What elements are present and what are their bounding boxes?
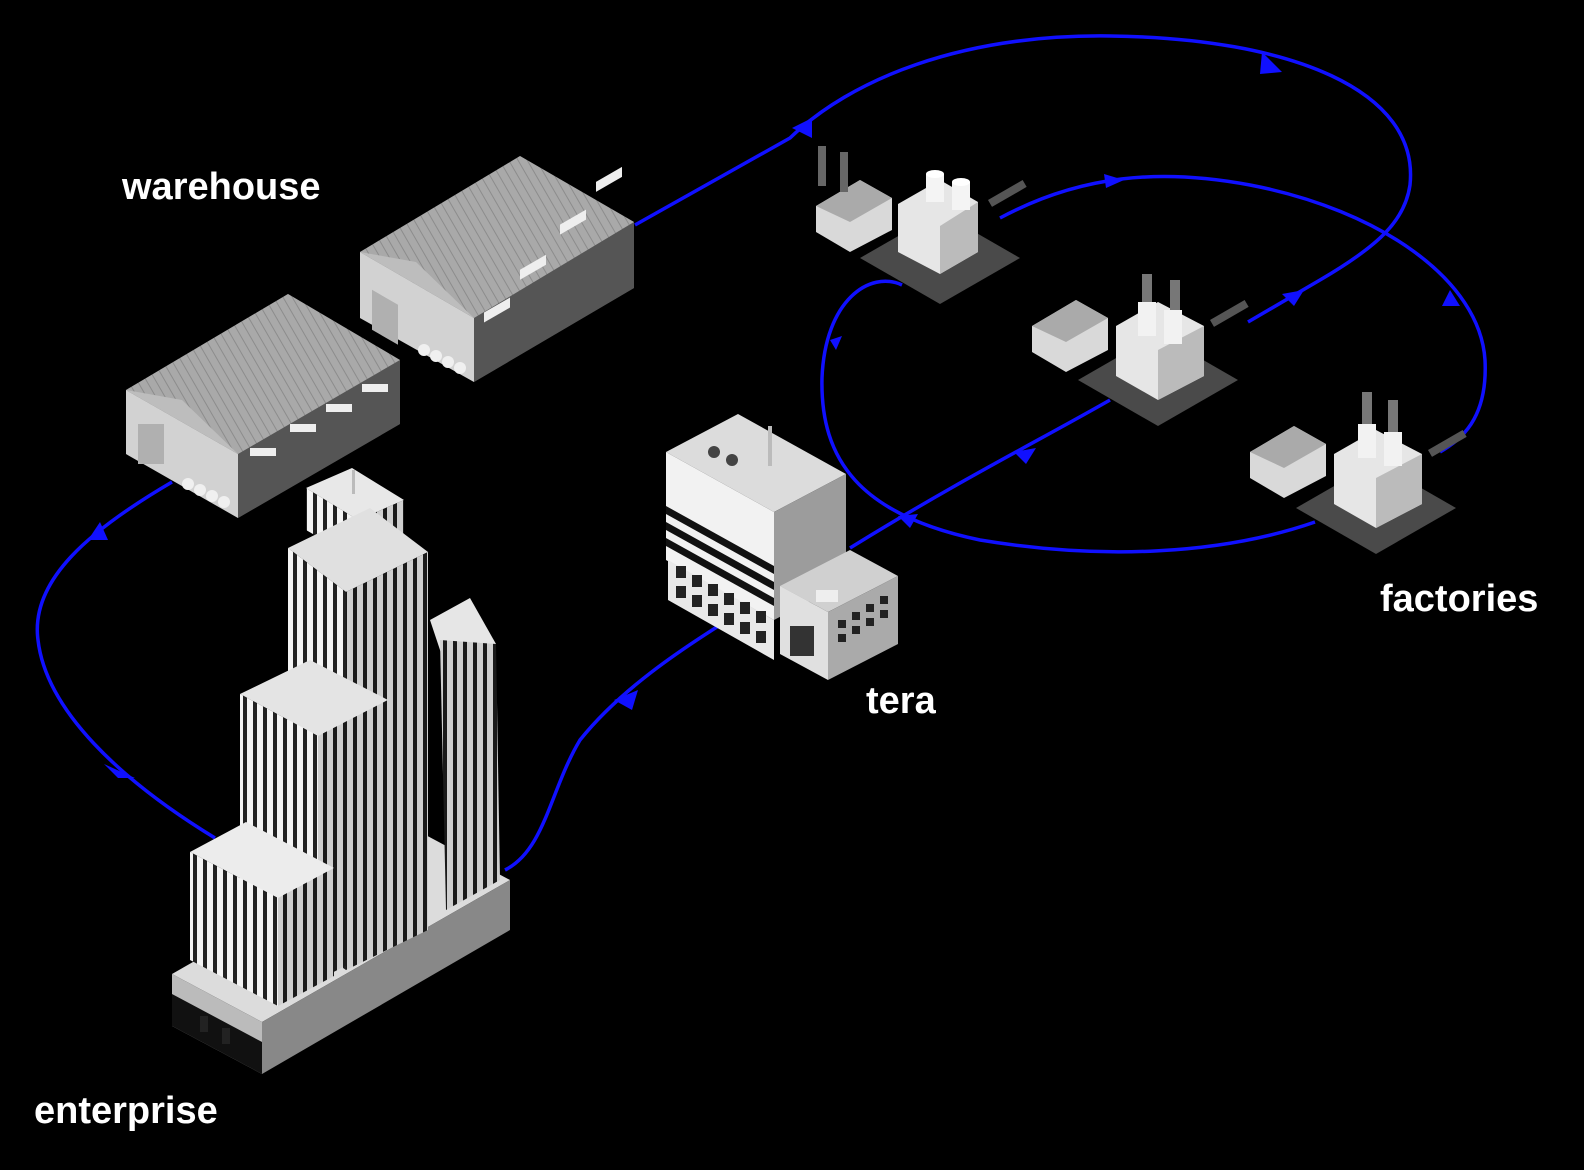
factories-label: factories <box>1380 578 1539 620</box>
arrow-marker <box>1014 448 1036 464</box>
factory-icon <box>816 146 1467 554</box>
warehouse-label: warehouse <box>122 166 321 208</box>
warehouse-building-icon <box>126 156 634 518</box>
arrow-marker <box>898 514 918 528</box>
arrow-marker <box>792 118 812 138</box>
arrow-marker <box>1442 290 1460 306</box>
flow-enterprise-to-tera <box>504 618 729 872</box>
arrow-marker <box>104 764 135 778</box>
arrow-marker <box>1282 290 1304 306</box>
enterprise-label: enterprise <box>34 1090 218 1132</box>
tera-label: tera <box>866 680 936 722</box>
arrow-marker <box>830 336 842 350</box>
arrow-marker <box>88 522 108 540</box>
flow-warehouse-to-enterprise <box>35 480 216 840</box>
flow-arrows <box>88 52 1460 778</box>
skyscraper-cluster-icon <box>172 468 510 1074</box>
office-building-icon <box>666 414 898 680</box>
arrow-marker <box>614 690 638 710</box>
flow-tera-to-factories <box>634 34 1413 550</box>
arrow-marker <box>1260 52 1282 74</box>
arrow-marker <box>1104 174 1124 188</box>
